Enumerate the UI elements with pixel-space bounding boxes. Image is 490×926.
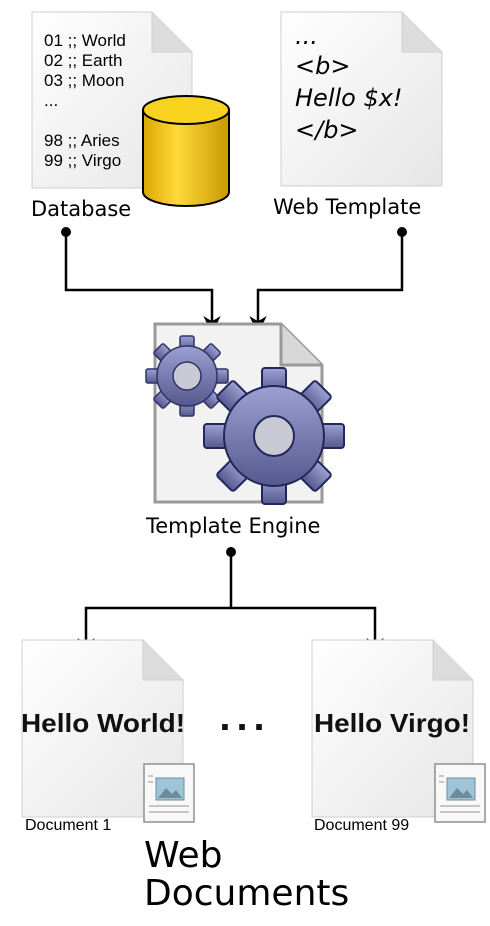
template-to-engine-arrow: [249, 232, 404, 334]
database-line: 02 ;; Earth: [44, 51, 122, 70]
image-document-icon: [143, 763, 195, 823]
template-engine-label: Template Engine: [145, 514, 320, 538]
engine-to-document-99-arrow: [231, 606, 384, 656]
web-documents-heading-line1: Web: [144, 835, 223, 876]
database-document: 01 ;; World 02 ;; Earth 03 ;; Moon ... 9…: [31, 11, 193, 189]
web-documents-heading-line2: Documents: [144, 873, 349, 914]
database-line: ...: [44, 91, 58, 110]
database-line: 99 ;; Virgo: [44, 151, 121, 170]
database-to-engine-arrow: [64, 232, 221, 334]
engine-to-document-1-arrow: [77, 606, 231, 656]
database-line: 01 ;; World: [44, 31, 126, 50]
document-99-caption: Document 99: [314, 817, 409, 834]
web-template-document: ... <b> Hello $x! </b>: [280, 11, 443, 187]
input-connectors: [61, 227, 407, 334]
document-1: Hello World!: [21, 639, 195, 823]
small-gear-icon: [145, 335, 229, 417]
database-line: 98 ;; Aries: [44, 131, 120, 150]
image-document-icon: [434, 763, 486, 823]
template-line: </b>: [295, 116, 359, 144]
document-99-content: Hello Virgo!: [314, 708, 470, 738]
database-label: Database: [31, 197, 131, 221]
document-1-content: Hello World!: [21, 708, 185, 738]
web-template-label: Web Template: [273, 195, 421, 219]
gears-icon: [145, 335, 345, 505]
document-1-caption: Document 1: [25, 817, 111, 834]
documents-ellipsis: ...: [219, 695, 270, 739]
database-cylinder-icon: [142, 95, 230, 207]
database-line: 03 ;; Moon: [44, 71, 124, 90]
output-connectors: [77, 547, 384, 656]
document-99: Hello Virgo!: [311, 639, 486, 823]
large-gear-icon: [203, 367, 345, 505]
template-line: Hello $x!: [295, 84, 403, 112]
template-line: ...: [295, 22, 318, 50]
template-line: <b>: [295, 52, 350, 80]
